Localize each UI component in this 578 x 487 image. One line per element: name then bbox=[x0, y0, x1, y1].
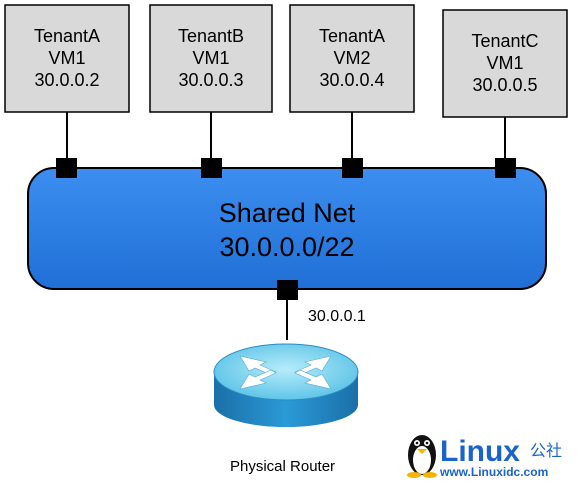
port-vm1 bbox=[56, 158, 77, 178]
watermark: Linux 公社 www.Linuxidc.com bbox=[407, 435, 562, 479]
vm-box-tenantb-vm1[interactable]: TenantB VM1 30.0.0.3 bbox=[149, 4, 273, 113]
watermark-url: www.Linuxidc.com bbox=[439, 465, 548, 479]
vm-ip-label: 30.0.0.5 bbox=[472, 75, 537, 95]
vm-tenant-label: TenantC bbox=[471, 31, 538, 51]
vm-name-label: VM1 bbox=[192, 48, 229, 68]
port-router bbox=[277, 280, 298, 300]
vm-tenant-label: TenantA bbox=[34, 26, 100, 46]
vm-name-label: VM1 bbox=[486, 53, 523, 73]
port-vm2 bbox=[201, 158, 222, 178]
vm-ip-label: 30.0.0.3 bbox=[178, 70, 243, 90]
router-ip-label: 30.0.0.1 bbox=[308, 308, 366, 325]
watermark-brand-cn: 公社 bbox=[530, 442, 562, 460]
network-name: Shared Net bbox=[219, 198, 356, 228]
port-vm4 bbox=[495, 158, 516, 178]
vm-name-label: VM1 bbox=[48, 48, 85, 68]
penguin-icon bbox=[407, 435, 437, 478]
shared-network[interactable]: Shared Net 30.0.0.0/22 bbox=[27, 167, 547, 290]
network-cidr: 30.0.0.0/22 bbox=[219, 232, 354, 262]
router-label: Physical Router bbox=[230, 458, 335, 475]
vm-ip-label: 30.0.0.2 bbox=[34, 70, 99, 90]
vm-ip-label: 30.0.0.4 bbox=[319, 70, 384, 90]
port-vm3 bbox=[342, 158, 363, 178]
watermark-brand: Linux bbox=[440, 435, 520, 468]
vm-box-tenanta-vm2[interactable]: TenantA VM2 30.0.0.4 bbox=[289, 4, 415, 113]
vm-tenant-label: TenantB bbox=[178, 26, 244, 46]
router-icon[interactable] bbox=[213, 343, 359, 427]
vm-tenant-label: TenantA bbox=[319, 26, 385, 46]
vm-box-tenantc-vm1[interactable]: TenantC VM1 30.0.0.5 bbox=[442, 9, 568, 118]
vm-name-label: VM2 bbox=[333, 48, 370, 68]
vm-box-tenanta-vm1[interactable]: TenantA VM1 30.0.0.2 bbox=[4, 4, 130, 113]
